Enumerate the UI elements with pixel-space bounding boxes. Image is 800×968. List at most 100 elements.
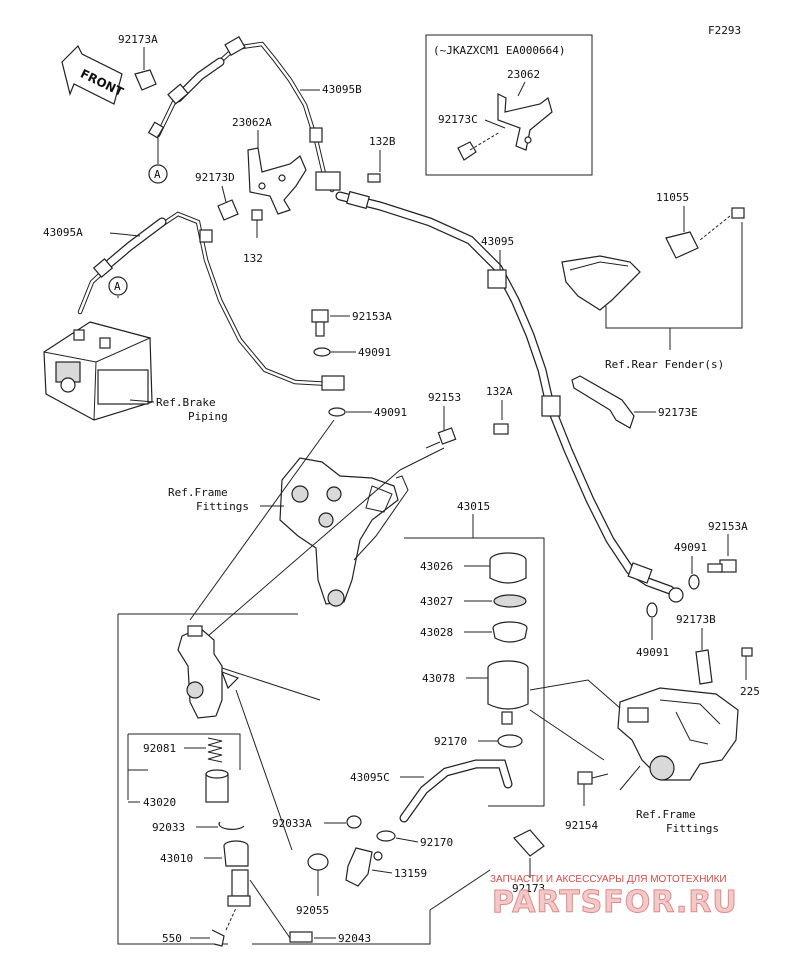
abs-unit-icon <box>43 321 153 421</box>
part-label-92033: 92033 <box>152 821 185 834</box>
variant-condition: (~JKAZXCM1 EA000664) <box>433 44 565 57</box>
part-label-225: 225 <box>740 685 760 698</box>
part-label-23062: 23062 <box>507 68 540 81</box>
part-label-92055: 92055 <box>296 904 329 917</box>
part-label-43026: 43026 <box>420 560 453 573</box>
pushrod-43010-icon <box>223 840 251 907</box>
clip-11055-icon <box>665 231 699 259</box>
joint-13159-icon <box>345 847 383 887</box>
bolt-225-icon <box>741 647 753 657</box>
part-label-49091-right2: 49091 <box>636 646 669 659</box>
rear-frame-bracket-icon <box>617 687 739 781</box>
circlip-92033A-icon <box>346 815 362 829</box>
master-cylinder-icon <box>177 625 240 719</box>
part-label-11055: 11055 <box>656 191 689 204</box>
part-label-43028: 43028 <box>420 626 453 639</box>
part-label-92043: 92043 <box>338 932 371 945</box>
ref-rear-fender: Ref.Rear Fender(s) <box>605 358 724 371</box>
spring-92081-icon <box>207 737 223 763</box>
ref-circle-a-mid <box>108 276 128 296</box>
banjo-bolt-92153A-right-icon <box>707 559 737 573</box>
bracket-icon <box>497 93 553 151</box>
part-label-92154: 92154 <box>565 819 598 832</box>
pin-92043-icon <box>289 931 313 943</box>
hose-43095 <box>335 190 684 603</box>
ref-brake-piping-line1: Ref.Brake <box>156 396 216 409</box>
part-label-550: 550 <box>162 932 182 945</box>
bolt-92153-icon <box>425 427 457 449</box>
watermark-brand: PARTSFOR.RU <box>492 885 738 920</box>
oring-92055-icon <box>307 853 329 871</box>
part-label-132A: 132A <box>486 385 513 398</box>
washer-49091-right2-icon <box>646 602 658 618</box>
hose-43095B <box>147 35 335 193</box>
clip-92173D-icon <box>217 199 239 221</box>
watermark-subtitle: ЗАПЧАСТИ И АКСЕССУАРЫ ДЛЯ МОТОТЕХНИКИ <box>490 874 727 885</box>
ref-circle-a-top <box>148 164 168 184</box>
footrest-bracket-icon <box>279 457 399 607</box>
ref-frame-fittings-2-line2: Fittings <box>666 822 719 835</box>
washer-49091-mid-icon <box>328 407 346 417</box>
joint-block-icon <box>315 171 341 191</box>
part-label-92173E: 92173E <box>658 406 698 419</box>
hose-clamp-b-icon <box>376 830 396 842</box>
figure-code: F2293 <box>708 24 741 37</box>
part-label-132: 132 <box>243 252 263 265</box>
part-label-43010: 43010 <box>160 852 193 865</box>
pin-550-icon <box>211 929 225 947</box>
diaphragm-icon <box>492 621 528 643</box>
part-label-132B: 132B <box>369 135 396 148</box>
rear-fender-icon <box>561 255 641 311</box>
bracket-23062A-icon <box>247 147 307 215</box>
banjo-bolt-92153A-icon <box>311 309 329 337</box>
bolt-132B-icon <box>367 173 381 183</box>
bolt-11055-icon <box>731 207 745 219</box>
clamp-92173-icon <box>513 829 545 857</box>
part-label-23062A: 23062A <box>232 116 272 129</box>
part-label-43015: 43015 <box>457 500 490 513</box>
clip-icon <box>457 141 477 161</box>
part-label-92173A: 92173A <box>118 33 158 46</box>
bolt-92154-icon <box>577 771 609 785</box>
front-arrow-icon: FRONT <box>61 44 126 105</box>
part-label-43095: 43095 <box>481 235 514 248</box>
part-label-92173B: 92173B <box>676 613 716 626</box>
part-label-43095A: 43095A <box>43 226 83 239</box>
part-label-43095B: 43095B <box>322 83 362 96</box>
part-label-43095C: 43095C <box>350 771 390 784</box>
washer-49091-right-icon <box>688 574 700 590</box>
part-label-92081: 92081 <box>143 742 176 755</box>
part-label-49091-top: 49091 <box>358 346 391 359</box>
part-label-92173: 92173 <box>512 882 545 895</box>
reservoir-icon <box>487 660 529 725</box>
reservoir-cap-icon <box>489 552 527 584</box>
part-label-49091-mid: 49091 <box>374 406 407 419</box>
part-label-92153: 92153 <box>428 391 461 404</box>
washer-49091-top-icon <box>313 347 331 357</box>
part-label-43078: 43078 <box>422 672 455 685</box>
part-label-43020: 43020 <box>143 796 176 809</box>
hose-43095A <box>77 211 345 391</box>
variant-box: (~JKAZXCM1 EA000664) 23062 92173C <box>425 34 593 176</box>
ref-frame-fittings-1-line1: Ref.Frame <box>168 486 228 499</box>
diaphragm-plate-icon <box>493 594 527 608</box>
part-label-13159: 13159 <box>394 867 427 880</box>
part-label-92173C: 92173C <box>438 113 478 126</box>
part-label-92033A: 92033A <box>272 817 312 830</box>
clip-92173A-icon <box>134 69 157 91</box>
ref-frame-fittings-1-line2: Fittings <box>196 500 249 513</box>
part-label-43027: 43027 <box>420 595 453 608</box>
ref-circle-a-mid-label: A <box>114 280 121 293</box>
clip-92173B-icon <box>695 649 713 685</box>
part-label-92153A: 92153A <box>352 310 392 323</box>
part-label-92153A-right: 92153A <box>708 520 748 533</box>
ref-frame-fittings-2-line1: Ref.Frame <box>636 808 696 821</box>
bracket-92173E-icon <box>571 375 635 429</box>
circlip-92033-icon <box>218 821 245 830</box>
piston-43020-icon <box>205 769 229 803</box>
part-label-92170-b: 92170 <box>420 836 453 849</box>
hose-clamp-a-icon <box>497 734 523 748</box>
bolt-132A-icon <box>493 423 509 435</box>
